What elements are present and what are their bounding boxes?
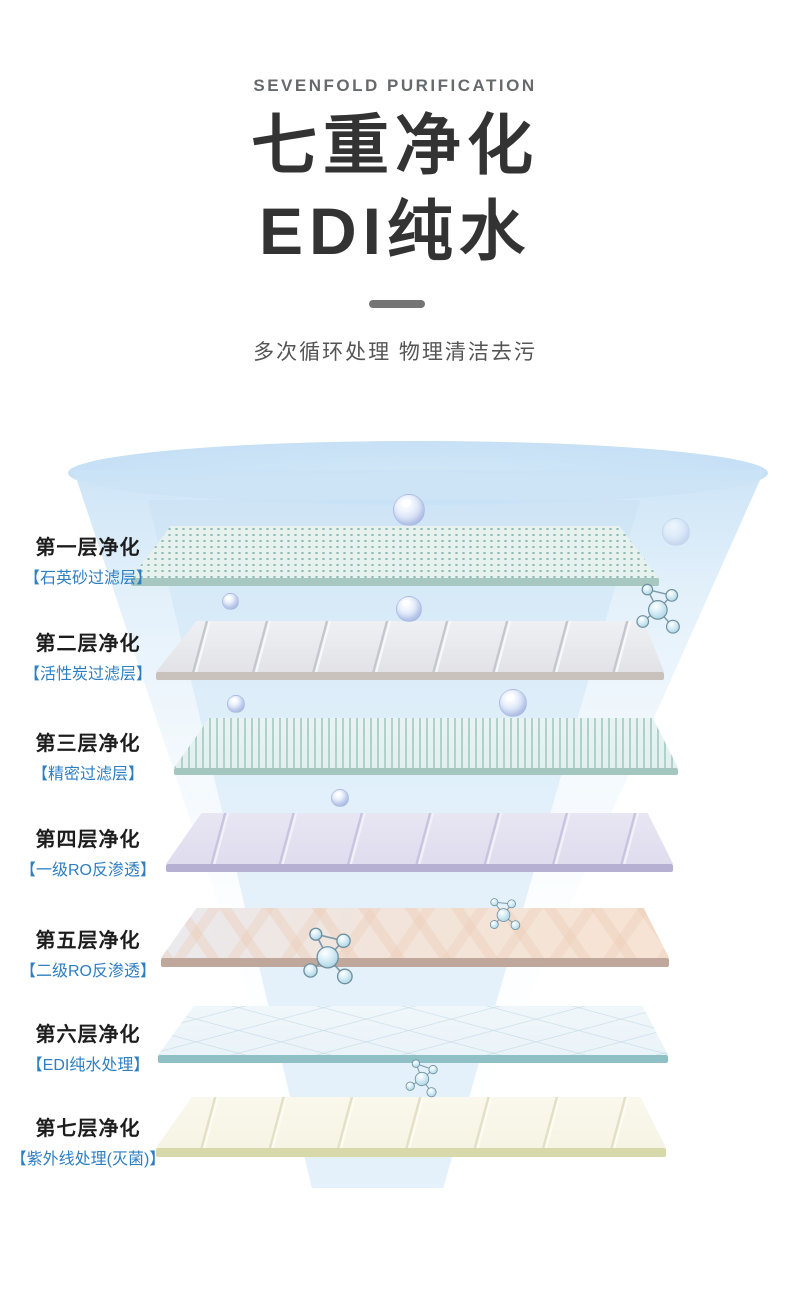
- layer-label-5: 第五层净化 【二级RO反渗透】: [6, 924, 170, 981]
- subtitle-text: 多次循环处理 物理清洁去污: [253, 341, 537, 364]
- water-molecule-icon: [404, 1058, 440, 1098]
- plate-surface: [131, 526, 659, 578]
- title-divider: [369, 300, 425, 308]
- filter-plate-4: [166, 813, 673, 872]
- plate-edge: [156, 672, 664, 680]
- filter-plate-1: [131, 526, 659, 586]
- plate-surface: [156, 1097, 666, 1148]
- plate-edge: [158, 1055, 668, 1063]
- water-bubble-icon: [662, 518, 690, 546]
- layer-label-3: 第三层净化 【精密过滤层】: [6, 727, 170, 784]
- layer-label-7: 第七层净化 【紫外线处理(灭菌)】: [6, 1112, 170, 1169]
- main-title-line1: 七重净化: [251, 108, 539, 182]
- water-bubble-icon: [331, 789, 349, 807]
- layer-label-1: 第一层净化 【石英砂过滤层】: [6, 531, 170, 588]
- filter-plate-6: [158, 1006, 668, 1063]
- plate-surface: [161, 908, 669, 958]
- filter-plate-5: [161, 908, 669, 967]
- plate-surface: [158, 1006, 668, 1055]
- layer-detail: 【一级RO反渗透】: [19, 862, 156, 879]
- water-bubble-icon: [499, 689, 527, 717]
- plate-surface: [156, 621, 664, 672]
- layer-detail: 【EDI纯水处理】: [26, 1057, 150, 1074]
- layer-name: 第五层净化: [35, 930, 141, 952]
- plate-surface: [166, 813, 673, 864]
- water-molecule-icon: [303, 927, 353, 985]
- water-bubble-icon: [227, 695, 245, 713]
- layer-detail: 【精密过滤层】: [31, 766, 144, 783]
- filter-plate-2: [156, 621, 664, 680]
- water-bubble-icon: [393, 494, 425, 526]
- layer-detail: 【紫外线处理(灭菌)】: [10, 1151, 166, 1168]
- filter-plate-3: [174, 718, 678, 775]
- layer-name: 第一层净化: [35, 537, 141, 559]
- eyebrow-text: SEVENFOLD PURIFICATION: [253, 76, 537, 95]
- water-bubble-icon: [396, 596, 422, 622]
- water-bubble-icon: [222, 593, 239, 610]
- layer-name: 第四层净化: [35, 829, 141, 851]
- water-molecule-icon: [636, 583, 681, 634]
- plate-surface: [174, 718, 678, 768]
- layer-name: 第三层净化: [35, 733, 141, 755]
- main-title-line2: EDI纯水: [258, 194, 532, 268]
- plate-edge: [156, 1148, 666, 1157]
- layer-detail: 【活性炭过滤层】: [23, 666, 152, 683]
- layer-detail: 【石英砂过滤层】: [23, 570, 152, 587]
- filter-plate-7: [156, 1097, 666, 1157]
- plate-edge: [161, 958, 669, 967]
- layer-label-4: 第四层净化 【一级RO反渗透】: [6, 823, 170, 880]
- plate-edge: [166, 864, 673, 872]
- water-molecule-icon: [486, 895, 521, 934]
- layer-label-2: 第二层净化 【活性炭过滤层】: [6, 627, 170, 684]
- plate-edge: [174, 768, 678, 775]
- layer-name: 第六层净化: [35, 1024, 141, 1046]
- plate-edge: [131, 578, 659, 586]
- layer-name: 第七层净化: [35, 1118, 141, 1140]
- layer-name: 第二层净化: [35, 633, 141, 655]
- layer-detail: 【二级RO反渗透】: [19, 963, 156, 980]
- layer-label-6: 第六层净化 【EDI纯水处理】: [6, 1018, 170, 1075]
